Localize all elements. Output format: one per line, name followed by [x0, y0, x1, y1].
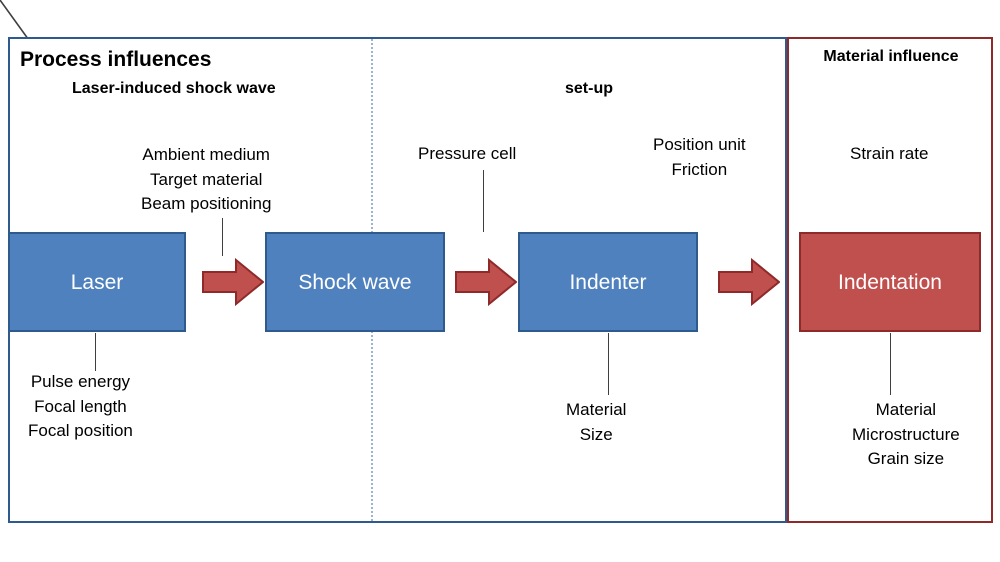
annotation-line: Strain rate — [850, 144, 929, 163]
box-indenter-label: Indenter — [569, 270, 647, 294]
box-shock-wave[interactable]: Shock wave — [265, 232, 445, 332]
annotation-line: Focal length — [34, 396, 127, 416]
arrow-right-icon-indenter-to-indentation — [718, 258, 780, 306]
annotation-line: Friction — [671, 159, 728, 179]
annotation-line: Focal position — [28, 421, 133, 441]
section-label-set-up: set-up — [565, 80, 613, 97]
material-influence-title: Material influence — [823, 48, 959, 65]
annotation-line: Position unit — [653, 135, 746, 154]
process-influences-title: Process influences — [20, 48, 212, 71]
annotation-line: Pulse energy — [30, 372, 131, 391]
annotation-line: Material — [875, 400, 937, 419]
annotation-pressure-cell: Pressure cell — [418, 142, 516, 167]
arrow-right-icon-laser-to-shock-wave — [202, 258, 264, 306]
annotation-laser-parameters: Pulse energy Focal length Focal position — [28, 370, 133, 444]
box-indentation[interactable]: Indentation — [799, 232, 981, 332]
box-indenter[interactable]: Indenter — [518, 232, 698, 332]
annotation-line: Grain size — [867, 449, 945, 469]
box-laser[interactable]: Laser — [8, 232, 186, 332]
annotation-line: Pressure cell — [418, 144, 517, 163]
box-shock-wave-label: Shock wave — [298, 270, 412, 294]
connector-material-properties — [890, 333, 891, 395]
annotation-material-properties: Material Microstructure Grain size — [852, 398, 960, 472]
annotation-strain-rate: Strain rate — [850, 142, 928, 167]
annotation-line: Material — [566, 400, 627, 419]
annotation-line: Target material — [149, 169, 263, 189]
box-indentation-label: Indentation — [838, 270, 942, 294]
connector-laser-parameters — [95, 333, 96, 371]
annotation-line: Ambient medium — [142, 145, 270, 164]
connector-indenter-properties — [608, 333, 609, 395]
box-laser-label: Laser — [70, 270, 124, 294]
connector-pressure-cell — [483, 170, 484, 232]
annotation-line: Microstructure — [852, 424, 960, 444]
connector-laser-inputs — [222, 218, 223, 256]
annotation-line: Beam positioning — [141, 194, 272, 214]
annotation-line: Size — [579, 424, 613, 444]
arrow-right-icon-shock-wave-to-indenter — [455, 258, 517, 306]
section-label-laser-induced-shock-wave: Laser-induced shock wave — [72, 80, 276, 97]
annotation-laser-inputs: Ambient medium Target material Beam posi… — [141, 143, 271, 217]
annotation-indenter-properties: Material Size — [566, 398, 626, 447]
annotation-position-friction: Position unit Friction — [653, 133, 746, 182]
